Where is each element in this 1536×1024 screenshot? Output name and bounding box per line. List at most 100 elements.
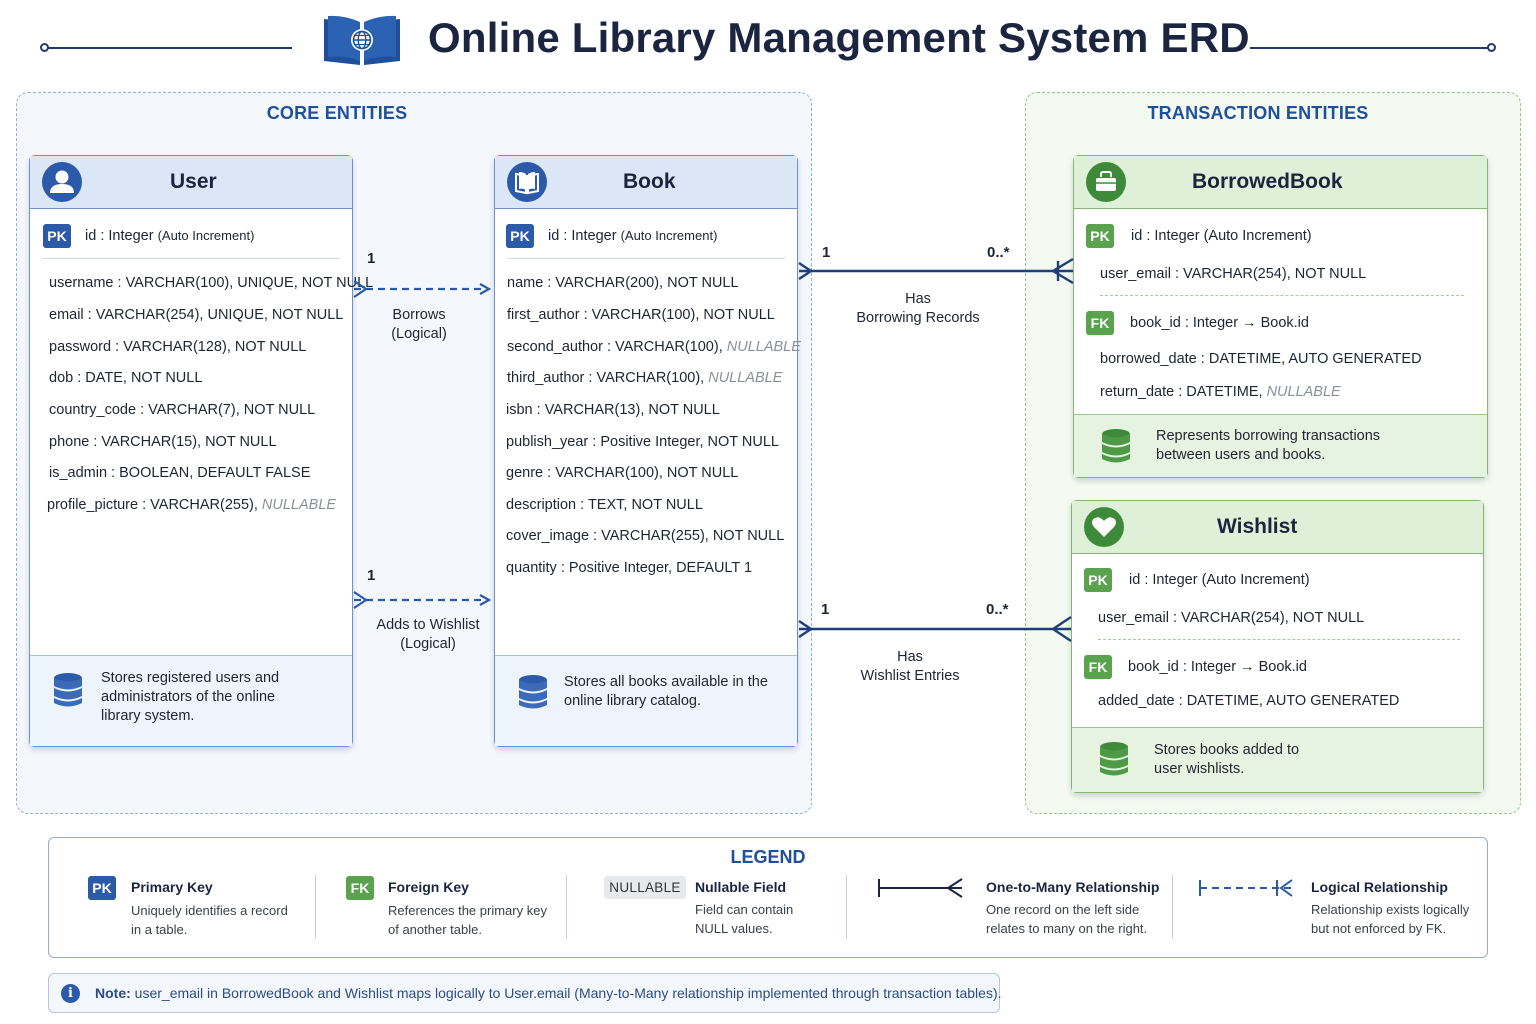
- legend-pk-name: Primary Key: [131, 879, 213, 895]
- book-pk-field: id : Integer (Auto Increment): [548, 228, 718, 244]
- user-separator: [42, 258, 340, 259]
- legend-nullable-desc: Field can contain NULL values.: [695, 902, 794, 936]
- legend-fk-desc: References the primary key of another ta…: [388, 903, 547, 937]
- borrowedbook-attr-borrowed-date: borrowed_date : DATETIME, AUTO GENERATED: [1100, 351, 1422, 367]
- legend-divider: [846, 875, 847, 939]
- legend-pk-desc: Uniquely identifies a record in a table.: [131, 903, 288, 937]
- title-rule-left: [48, 47, 292, 49]
- database-icon: [1102, 429, 1130, 463]
- legend-nullable-chip: NULLABLE: [604, 876, 686, 899]
- borrows-logical-connector: [353, 280, 492, 298]
- user-attr-dob: dob : DATE, NOT NULL: [49, 370, 203, 386]
- wishlist-entity-description: Stores books added to user wishlists.: [1154, 742, 1300, 777]
- database-icon: [54, 673, 82, 707]
- book-attr-second-author: second_author : VARCHAR(100), NULLABLE: [507, 339, 801, 355]
- legend-divider: [566, 875, 567, 939]
- borrowedbook-entity-header: BorrowedBook: [1074, 156, 1487, 209]
- title-rule-right-dot: [1487, 43, 1496, 52]
- borrowedbook-attr-return-date: return_date : DATETIME, NULLABLE: [1100, 384, 1341, 400]
- wishlist-pk-badge: PK: [1084, 568, 1112, 592]
- user-entity-footer: Stores registered users and administrato…: [30, 655, 352, 746]
- legend-title: LEGEND: [730, 847, 806, 867]
- title-rule-left-dot: [40, 43, 49, 52]
- note-text: Note: user_email in BorrowedBook and Wis…: [95, 985, 1002, 1001]
- legend-logical-name: Logical Relationship: [1311, 879, 1448, 895]
- legend-fk-name: Foreign Key: [388, 879, 469, 895]
- user-icon: [42, 162, 82, 202]
- borrows-label: Borrows (Logical): [391, 307, 447, 342]
- book-entity-name: Book: [623, 170, 676, 193]
- book-attr-cover-image: cover_image : VARCHAR(255), NOT NULL: [506, 528, 785, 544]
- book-attr-description: description : TEXT, NOT NULL: [506, 497, 703, 513]
- logical-relationship-symbol: [1199, 879, 1293, 897]
- legend-one-to-many-desc: One record on the left side relates to m…: [986, 902, 1148, 936]
- wishlist-entity-header: Wishlist: [1072, 501, 1483, 554]
- wishlist-attr-added-date: added_date : DATETIME, AUTO GENERATED: [1098, 693, 1400, 709]
- book-entity[interactable]: Book PK id : Integer (Auto Increment) na…: [494, 155, 801, 747]
- core-entities-title: CORE ENTITIES: [266, 103, 408, 123]
- wishlist-fk-field: book_id : Integer → Book.id: [1128, 659, 1307, 675]
- open-book-globe-icon: [324, 15, 400, 65]
- legend-logical-desc: Relationship exists logically but not en…: [1311, 902, 1470, 936]
- one-to-many-symbol: [878, 878, 963, 898]
- user-entity-name: User: [170, 170, 217, 193]
- heart-icon: [1084, 507, 1124, 547]
- wishlist-logical-label: Adds to Wishlist (Logical): [376, 617, 480, 652]
- legend-panel: [48, 837, 1488, 958]
- legend-divider: [1172, 875, 1173, 939]
- has-borrowing-right-cardinality: 0..*: [987, 244, 1010, 261]
- book-attr-isbn: isbn : VARCHAR(13), NOT NULL: [506, 402, 720, 418]
- user-attr-is-admin: is_admin : BOOLEAN, DEFAULT FALSE: [49, 465, 311, 481]
- wishlist-attr-user-email: user_email : VARCHAR(254), NOT NULL: [1098, 610, 1365, 626]
- has-borrowing-label: Has Borrowing Records: [856, 291, 980, 326]
- borrowedbook-entity[interactable]: BorrowedBook PK id : Integer (Auto Incre…: [1073, 155, 1488, 478]
- borrowedbook-entity-description: Represents borrowing transactions betwee…: [1156, 428, 1381, 463]
- info-icon: i: [61, 984, 80, 1003]
- has-wishlist-label: Has Wishlist Entries: [860, 649, 960, 684]
- user-pk-field: id : Integer (Auto Increment): [85, 228, 255, 244]
- user-attr-country-code: country_code : VARCHAR(7), NOT NULL: [49, 402, 316, 418]
- wishlist-entity-name: Wishlist: [1217, 515, 1298, 538]
- has-borrowing-left-cardinality: 1: [822, 244, 831, 261]
- has-wishlist-right-cardinality: 0..*: [986, 601, 1009, 618]
- borrowedbook-entity-name: BorrowedBook: [1192, 170, 1343, 193]
- borrowedbook-pk-field: id : Integer (Auto Increment): [1131, 228, 1312, 244]
- borrowedbook-entity-footer: Represents borrowing transactions betwee…: [1074, 414, 1487, 477]
- borrowedbook-separator: [1100, 295, 1464, 296]
- page-title: Online Library Management System ERD: [428, 14, 1250, 61]
- wishlist-logical-connector: [353, 591, 492, 609]
- has-wishlist-left-cardinality: 1: [821, 601, 830, 618]
- legend-nullable-name: Nullable Field: [695, 879, 787, 895]
- borrowedbook-fk-field: book_id : Integer → Book.id: [1130, 315, 1309, 331]
- user-attr-password: password : VARCHAR(128), NOT NULL: [49, 339, 307, 355]
- book-attr-publish-year: publish_year : Positive Integer, NOT NUL…: [506, 434, 779, 450]
- book-attr-name: name : VARCHAR(200), NOT NULL: [507, 275, 739, 291]
- user-entity[interactable]: User PK id : Integer (Auto Increment) us…: [29, 155, 373, 747]
- database-icon: [519, 675, 547, 709]
- book-separator: [507, 258, 785, 259]
- book-icon: [507, 162, 547, 202]
- borrows-cardinality: 1: [367, 250, 376, 267]
- book-attr-first-author: first_author : VARCHAR(100), NOT NULL: [507, 307, 775, 323]
- legend-divider: [315, 875, 316, 939]
- book-entity-header: Book: [495, 156, 797, 209]
- wishlist-logical-cardinality: 1: [367, 567, 376, 584]
- book-attr-genre: genre : VARCHAR(100), NOT NULL: [506, 465, 739, 481]
- book-entity-footer: Stores all books available in the online…: [495, 655, 797, 746]
- wishlist-entity[interactable]: Wishlist PK id : Integer (Auto Increment…: [1071, 500, 1484, 793]
- has-borrowing-connector: [798, 257, 1074, 285]
- user-entity-header: User: [30, 156, 352, 209]
- wishlist-pk-field: id : Integer (Auto Increment): [1129, 572, 1310, 588]
- briefcase-icon: [1086, 162, 1126, 202]
- transaction-entities-title: TRANSACTION ENTITIES: [1147, 103, 1369, 123]
- book-entity-description: Stores all books available in the online…: [564, 674, 768, 709]
- user-pk-badge: PK: [43, 224, 71, 248]
- user-attr-phone: phone : VARCHAR(15), NOT NULL: [49, 434, 277, 450]
- legend-one-to-many-name: One-to-Many Relationship: [986, 879, 1160, 895]
- book-attr-third-author: third_author : VARCHAR(100), NULLABLE: [507, 370, 783, 386]
- user-attr-profile-picture: profile_picture : VARCHAR(255), NULLABLE: [47, 497, 337, 513]
- user-attr-email: email : VARCHAR(254), UNIQUE, NOT NULL: [49, 307, 344, 323]
- borrowedbook-attr-user-email: user_email : VARCHAR(254), NOT NULL: [1100, 266, 1367, 282]
- book-attr-quantity: quantity : Positive Integer, DEFAULT 1: [506, 560, 753, 576]
